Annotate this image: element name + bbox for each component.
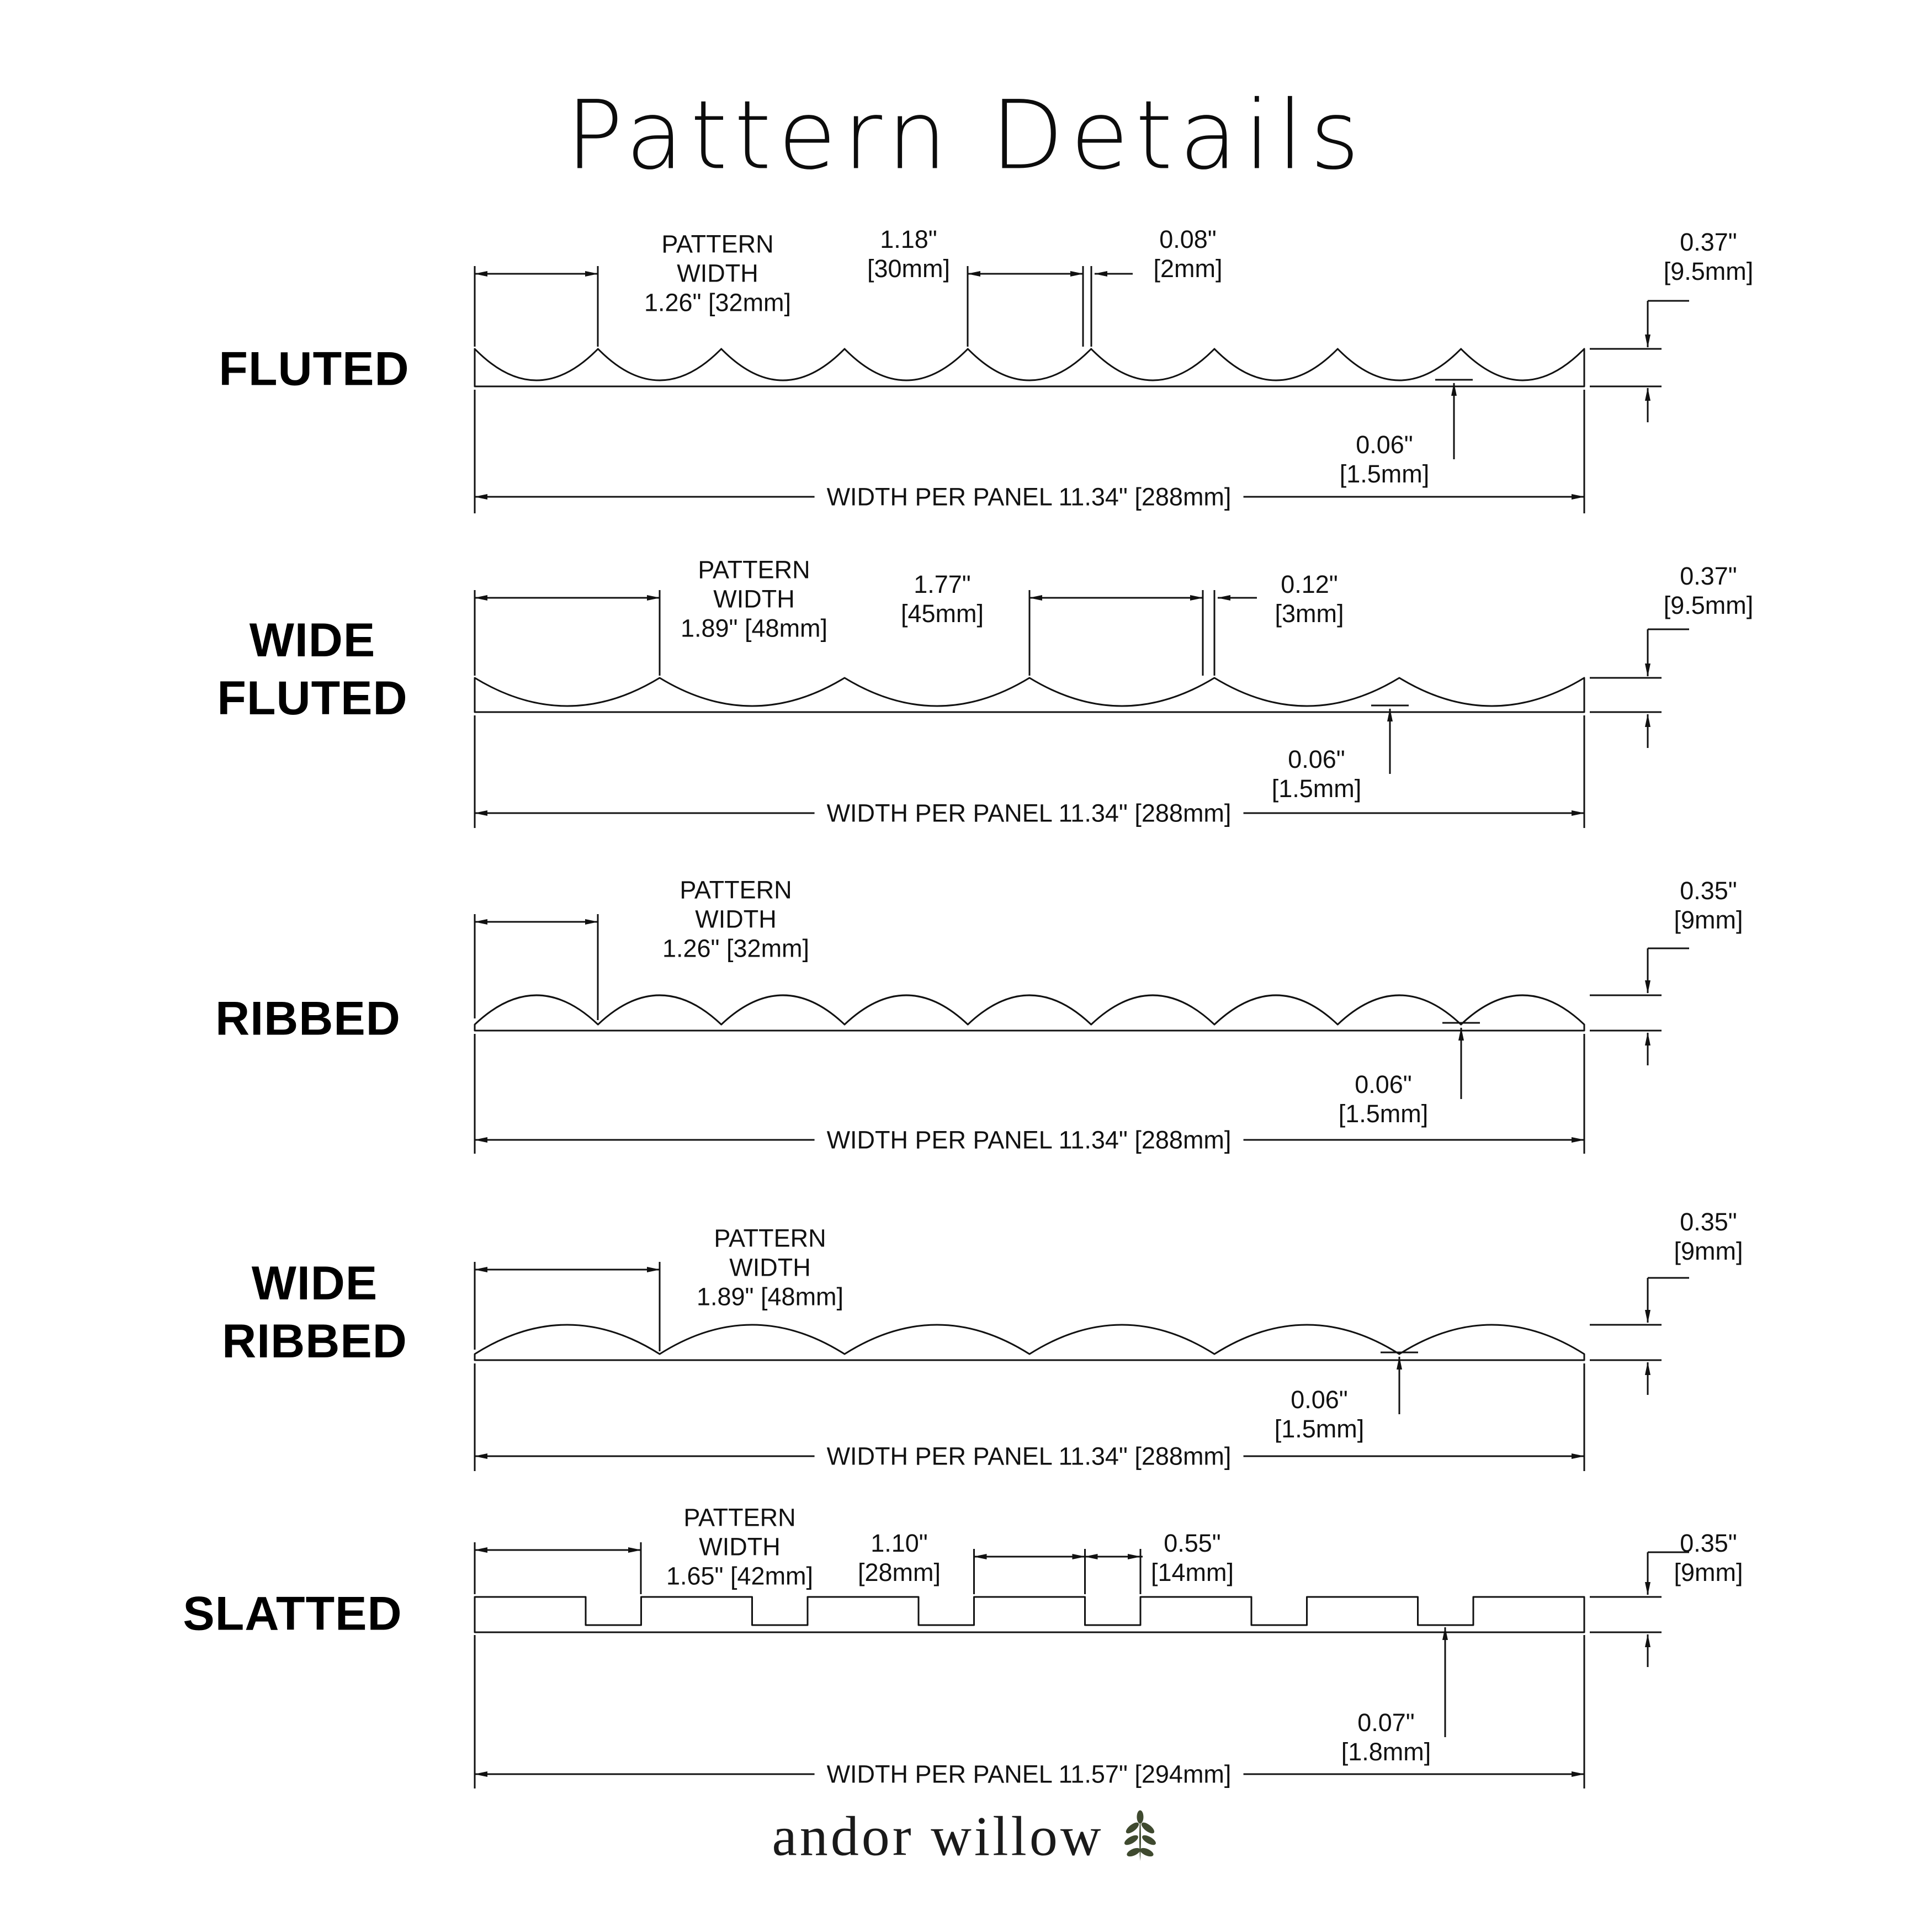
wide-fluted-pattern-width-label: PATTERN WIDTH 1.89" [48mm] xyxy=(680,555,828,643)
ribbed-base-thickness-label: 0.06" [1.5mm] xyxy=(1338,1070,1429,1128)
slatted-profile-path xyxy=(474,1596,1585,1633)
wide-fluted-flute-width-label: 1.77" [45mm] xyxy=(900,570,984,628)
ribbed-panel-width-label: WIDTH PER PANEL 11.34" [288mm] xyxy=(814,1125,1244,1155)
fluted-dimension-lines xyxy=(474,266,1689,513)
willow-sprig-icon xyxy=(1124,1810,1156,1861)
ribbed-dimension-lines xyxy=(474,914,1689,1154)
wide-fluted-profile-path xyxy=(474,677,1585,713)
wide-fluted-dimension-lines xyxy=(474,590,1689,828)
brand-name: andor willow xyxy=(772,1805,1104,1868)
slatted-slat-width-label: 1.10" [28mm] xyxy=(857,1528,941,1586)
slatted-base-thickness-label: 0.07" [1.8mm] xyxy=(1341,1708,1431,1766)
row-label-ribbed: RIBBED xyxy=(215,992,401,1045)
wide-fluted-base-thickness-label: 0.06" [1.5mm] xyxy=(1271,745,1362,803)
slatted-thickness-label: 0.35" [9mm] xyxy=(1674,1528,1743,1586)
row-label-slatted: SLATTED xyxy=(183,1587,402,1641)
wide-fluted-panel-width-label: WIDTH PER PANEL 11.34" [288mm] xyxy=(814,798,1244,828)
ribbed-profile-path xyxy=(474,994,1585,1032)
fluted-gap-width-label: 0.08" [2mm] xyxy=(1153,225,1223,283)
wide-ribbed-dimension-lines xyxy=(474,1262,1689,1471)
wide-fluted-thickness-label: 0.37" [9.5mm] xyxy=(1663,561,1754,619)
fluted-thickness-label: 0.37" [9.5mm] xyxy=(1663,227,1754,285)
fluted-pattern-width-label: PATTERN WIDTH 1.26" [32mm] xyxy=(644,230,792,317)
ribbed-pattern-width-label: PATTERN WIDTH 1.26" [32mm] xyxy=(662,875,810,963)
row-label-fluted: FLUTED xyxy=(219,342,410,396)
slatted-dimension-lines xyxy=(474,1542,1689,1788)
fluted-profile-path xyxy=(474,348,1585,388)
ribbed-thickness-label: 0.35" [9mm] xyxy=(1674,876,1743,934)
wide-ribbed-pattern-width-label: PATTERN WIDTH 1.89" [48mm] xyxy=(696,1224,844,1311)
slatted-panel-width-label: WIDTH PER PANEL 11.57" [294mm] xyxy=(814,1759,1244,1789)
wide-ribbed-thickness-label: 0.35" [9mm] xyxy=(1674,1207,1743,1265)
wide-ribbed-base-thickness-label: 0.06" [1.5mm] xyxy=(1274,1385,1365,1443)
wide-fluted-gap-width-label: 0.12" [3mm] xyxy=(1275,570,1344,628)
page-title: Pattern Details xyxy=(566,79,1366,191)
fluted-flute-width-label: 1.18" [30mm] xyxy=(867,225,951,283)
slatted-gap-width-label: 0.55" [14mm] xyxy=(1150,1528,1234,1586)
wide-ribbed-panel-width-label: WIDTH PER PANEL 11.34" [288mm] xyxy=(814,1441,1244,1471)
brand-footer: andor willow xyxy=(772,1804,1160,1869)
slatted-pattern-width-label: PATTERN WIDTH 1.65" [42mm] xyxy=(666,1503,814,1590)
row-label-wide-ribbed: WIDE RIBBED xyxy=(222,1257,407,1368)
fluted-base-thickness-label: 0.06" [1.5mm] xyxy=(1339,430,1430,488)
wide-ribbed-profile-path xyxy=(474,1324,1585,1361)
row-label-wide-fluted: WIDE FLUTED xyxy=(217,614,408,725)
fluted-panel-width-label: WIDTH PER PANEL 11.34" [288mm] xyxy=(814,482,1244,512)
